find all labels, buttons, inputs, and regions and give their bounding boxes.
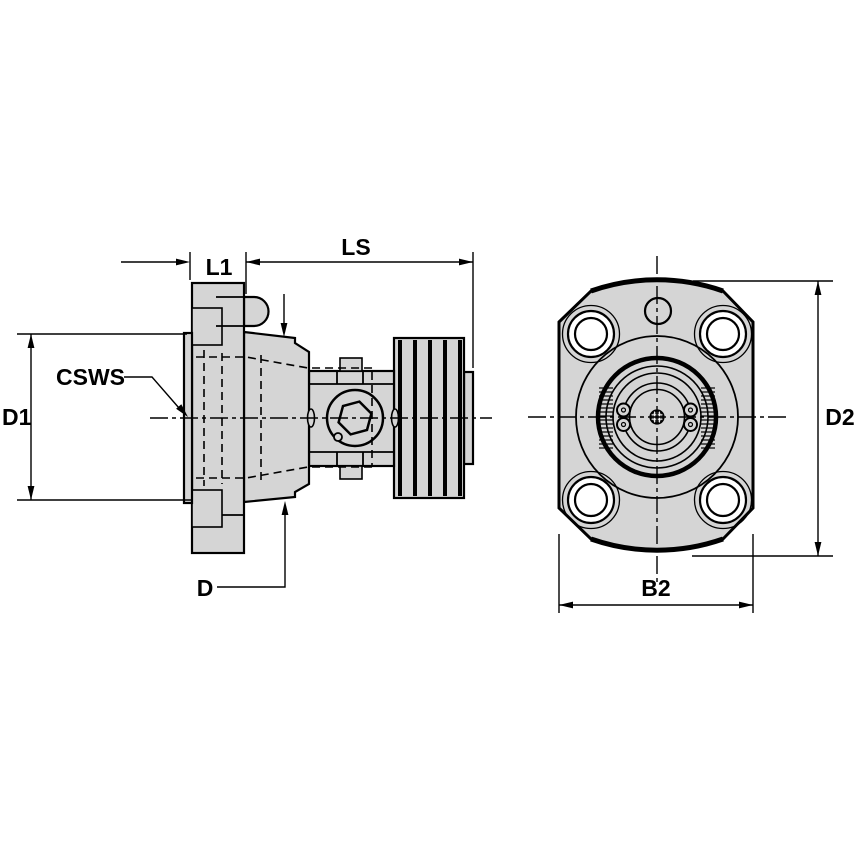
dim-b2: B2 [558,534,754,613]
arrowhead [27,486,35,500]
side-view-part [150,281,492,555]
dim-d: D [197,294,289,601]
hidden-bore-bottom [196,466,374,479]
arrowhead [246,258,260,266]
dim-ls: LS [246,234,474,368]
dim-d2: D2 [692,280,854,557]
label-d2: D2 [825,404,854,430]
arrowhead [814,542,822,556]
front-view: D2 B2 [528,256,854,613]
arrowhead [176,404,188,417]
arrowhead [459,258,473,266]
arrowhead [281,501,289,515]
bolt-hole-top-left [561,304,621,364]
label-csws: CSWS [56,364,125,390]
arrowhead [176,258,190,266]
mount-flange [190,281,246,555]
side-view: L1 LS D1 CSWS [2,234,492,601]
label-ls: LS [341,234,370,260]
pin-dot [333,432,343,442]
top-pin-hole [643,296,673,326]
drive-pins [616,402,698,432]
arrowhead [559,601,573,609]
label-b2: B2 [641,575,670,601]
serration-right [701,387,715,449]
hidden-bore-top [196,356,374,369]
serrated-bore [599,387,715,449]
arrowhead [27,334,35,348]
label-d1: D1 [2,404,32,430]
bolt-hole-top-right [693,304,753,364]
leader-csws: CSWS [56,364,188,417]
locating-lug [242,295,270,328]
front-view-part [528,256,786,584]
arrowhead [739,601,753,609]
arrowhead [280,323,288,337]
arrowhead [814,281,822,295]
bolt-hole-bottom-left [561,470,621,530]
dim-d1: D1 [2,333,192,501]
label-d: D [197,575,214,601]
bolt-hole-bottom-right [693,470,753,530]
label-l1: L1 [206,254,233,280]
serration-left [599,387,613,449]
dim-l1: L1 [121,252,247,294]
